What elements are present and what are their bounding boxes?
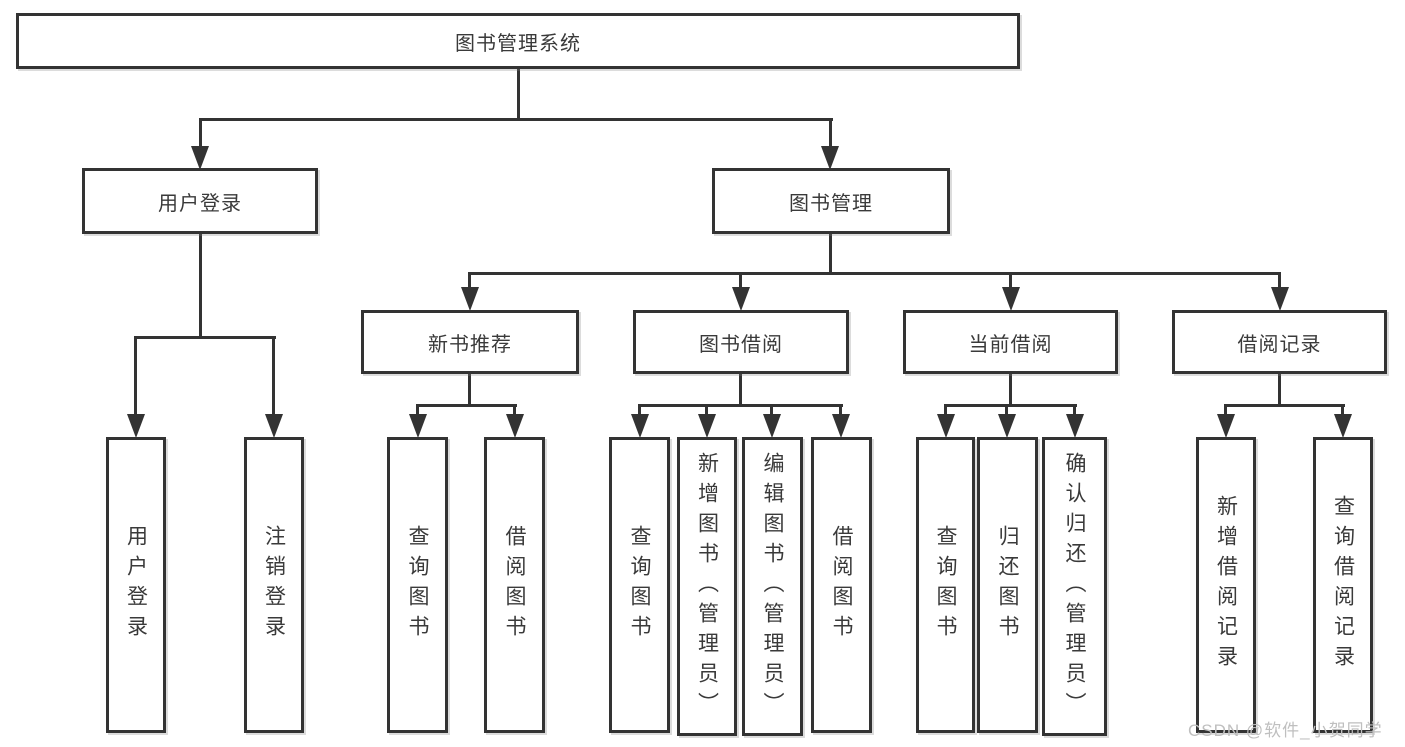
leaf-add-borrow-record: 新增借阅记录 (1196, 437, 1256, 733)
connector-to-current-borrowing (1009, 272, 1012, 288)
leaf-logout: 注销登录 (244, 437, 304, 733)
node-new-book-recommend-label: 新书推荐 (428, 333, 512, 356)
leaf-add-borrow-record-label: 新增借阅记录 (1214, 495, 1238, 675)
connector-records-stem (1278, 374, 1281, 404)
node-user-login-label: 用户登录 (158, 192, 242, 215)
leaf-query-books-recommend: 查询图书 (387, 437, 448, 733)
leaf-query-books-recommend-label: 查询图书 (406, 525, 429, 645)
leaf-query-borrow-record: 查询借阅记录 (1313, 437, 1373, 733)
arrowhead-leaf-return-books (998, 414, 1016, 438)
leaf-add-books-admin: 新增图书（管理员） (677, 437, 737, 736)
connector-to-leaf-user-login (134, 336, 137, 416)
arrowhead-leaf-edit-books (763, 414, 781, 438)
connector-root-stem (517, 69, 520, 118)
node-book-borrowing: 图书借阅 (633, 310, 849, 374)
leaf-borrow-books-borrowing: 借阅图书 (811, 437, 872, 733)
connector-root-to-user-login (199, 118, 202, 150)
connector-to-leaf-logout (272, 336, 275, 416)
arrowhead-book-mgmt (821, 146, 839, 170)
node-borrowing-records-label: 借阅记录 (1237, 333, 1322, 356)
node-borrowing-records: 借阅记录 (1172, 310, 1387, 374)
connector-borrowing-stem (739, 374, 742, 404)
connector-current-split (944, 404, 1077, 407)
leaf-query-books-borrowing-label: 查询图书 (628, 525, 651, 645)
arrowhead-leaf-query-record (1334, 414, 1352, 438)
connector-to-leaf-query-borrowing (638, 404, 641, 416)
csdn-watermark: CSDN @软件_小贺同学 (1188, 721, 1383, 740)
connector-to-leaf-query-record (1341, 404, 1344, 416)
leaf-query-books-borrowing: 查询图书 (609, 437, 670, 733)
arrowhead-borrowing-records (1271, 287, 1289, 311)
node-current-borrowing: 当前借阅 (903, 310, 1118, 374)
arrowhead-leaf-user-login (127, 414, 145, 438)
connector-to-leaf-add-books (705, 404, 708, 416)
leaf-query-borrow-record-label: 查询借阅记录 (1331, 495, 1355, 675)
connector-user-login-stem (199, 234, 202, 336)
arrowhead-leaf-borrow-borrowing (832, 414, 850, 438)
node-user-login: 用户登录 (82, 168, 318, 234)
connector-recommend-split (416, 404, 517, 407)
arrowhead-leaf-add-record (1217, 414, 1235, 438)
leaf-logout-label: 注销登录 (262, 525, 286, 645)
connector-to-leaf-borrow-recommend (513, 404, 516, 416)
leaf-user-login: 用户登录 (106, 437, 166, 733)
node-book-borrowing-label: 图书借阅 (699, 333, 783, 356)
leaf-return-books: 归还图书 (977, 437, 1038, 733)
leaf-query-books-current: 查询图书 (916, 437, 975, 733)
arrowhead-leaf-add-books (698, 414, 716, 438)
connector-records-split (1224, 404, 1345, 407)
connector-to-leaf-add-record (1224, 404, 1227, 416)
leaf-borrow-books-borrowing-label: 借阅图书 (830, 525, 853, 645)
connector-to-leaf-query-recommend (416, 404, 419, 416)
connector-to-leaf-return-books (1005, 404, 1008, 416)
leaf-confirm-return-admin: 确认归还（管理员） (1042, 437, 1107, 736)
arrowhead-leaf-logout (265, 414, 283, 438)
node-book-management-label: 图书管理 (789, 192, 873, 215)
leaf-borrow-books-recommend-label: 借阅图书 (503, 525, 526, 645)
connector-user-login-split (134, 336, 276, 339)
connector-borrowing-split (638, 404, 843, 407)
connector-to-book-borrowing (739, 272, 742, 288)
node-book-management: 图书管理 (712, 168, 950, 234)
leaf-confirm-return-admin-label: 确认归还（管理员） (1063, 451, 1086, 722)
leaf-user-login-label: 用户登录 (124, 525, 148, 645)
connector-to-leaf-borrow-borrowing (839, 404, 842, 416)
connector-to-leaf-edit-books (770, 404, 773, 416)
arrowhead-leaf-confirm-return (1066, 414, 1084, 438)
arrowhead-leaf-query-recommend (409, 414, 427, 438)
connector-book-mgmt-split (468, 272, 1281, 275)
arrowhead-leaf-query-borrowing (631, 414, 649, 438)
connector-to-leaf-query-current (944, 404, 947, 416)
connector-to-leaf-confirm-return (1073, 404, 1076, 416)
connector-root-to-book-mgmt (829, 118, 832, 150)
node-library-system: 图书管理系统 (16, 13, 1020, 69)
arrowhead-leaf-query-current (937, 414, 955, 438)
node-library-system-label: 图书管理系统 (455, 32, 581, 55)
node-current-borrowing-label: 当前借阅 (968, 333, 1053, 356)
connector-root-split (199, 118, 833, 121)
leaf-query-books-current-label: 查询图书 (934, 525, 957, 645)
node-new-book-recommend: 新书推荐 (361, 310, 579, 374)
leaf-add-books-admin-label: 新增图书（管理员） (695, 451, 719, 722)
arrowhead-user-login (191, 146, 209, 170)
leaf-return-books-label: 归还图书 (996, 525, 1019, 645)
arrowhead-leaf-borrow-recommend (506, 414, 524, 438)
leaf-edit-books-admin-label: 编辑图书（管理员） (761, 451, 784, 722)
connector-recommend-stem (468, 374, 471, 404)
arrowhead-new-book-recommend (461, 287, 479, 311)
connector-to-borrowing-records (1278, 272, 1281, 288)
connector-current-stem (1009, 374, 1012, 404)
arrowhead-book-borrowing (732, 287, 750, 311)
connector-book-mgmt-stem (829, 234, 832, 272)
leaf-borrow-books-recommend: 借阅图书 (484, 437, 545, 733)
connector-to-new-book-recommend (468, 272, 471, 288)
leaf-edit-books-admin: 编辑图书（管理员） (742, 437, 803, 736)
arrowhead-current-borrowing (1002, 287, 1020, 311)
